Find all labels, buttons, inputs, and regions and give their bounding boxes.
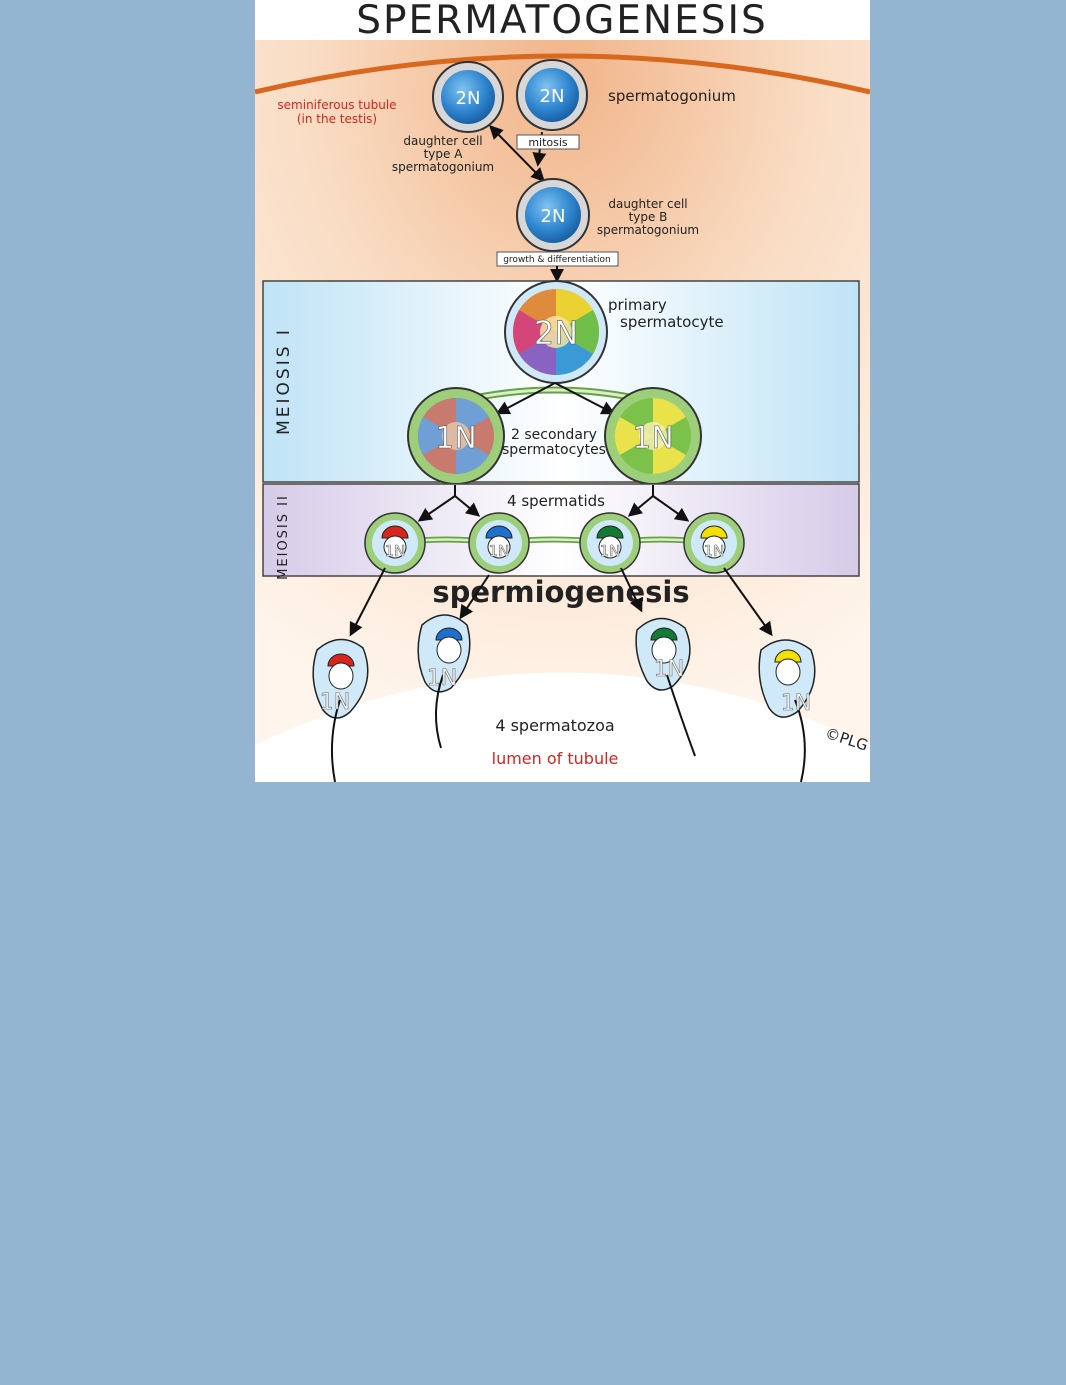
lumen-label: lumen of tubule	[492, 749, 619, 768]
spermatid-cell: 1N	[468, 512, 530, 574]
meiosis-2-frame	[262, 483, 860, 577]
secondary-spermatocyte-cell: 1N	[604, 387, 702, 485]
secondary-label-line1: 2 secondary	[511, 427, 597, 443]
spermatid-cell: 1N	[364, 512, 426, 574]
ploidy-label: 1N	[632, 421, 674, 456]
meiosis-2-label: MEIOSIS II	[276, 494, 291, 580]
ploidy-label: 2N	[541, 206, 566, 227]
meiosis-1-arrow-right	[554, 382, 616, 415]
primary-label-line1: primary	[608, 296, 667, 314]
title-band	[255, 0, 870, 40]
tubule-wall	[255, 53, 870, 95]
mitosis-arrow-a	[489, 125, 545, 182]
ploidy-label: 1N	[385, 542, 406, 560]
lumen-of-tubule	[255, 672, 870, 782]
ploidy-label: 1N	[427, 666, 457, 691]
meiosis-2-arrow	[627, 495, 654, 517]
primary-spermatocyte-cell: 2N	[504, 280, 608, 384]
spermiogenesis-label: spermiogenesis	[432, 575, 689, 609]
spermatid-cell: 1N	[579, 512, 641, 574]
spermatozoon-cell: 1N	[312, 638, 369, 782]
spermiogenesis-arrow	[723, 567, 773, 637]
spermatozoa-label: 4 spermatozoa	[495, 716, 614, 735]
spermatogonium-label: spermatogonium	[608, 87, 736, 105]
ploidy-label: 1N	[435, 421, 477, 456]
spermatozoon-cell: 1N	[758, 639, 816, 782]
spermatogonium-type-a-cell: 2N	[432, 61, 504, 133]
meiosis-1-label: MEIOSIS I	[274, 327, 294, 435]
ploidy-label: 1N	[600, 542, 621, 560]
diagram-panel: SPERMATOGENESIS seminiferous tubule (in …	[255, 0, 870, 782]
spermatozoon-cell: 1N	[635, 617, 696, 757]
spermiogenesis-arrow	[620, 567, 643, 613]
spermatid-cell: 1N	[683, 512, 745, 574]
tubule-label-line1: seminiferous tubule	[277, 98, 396, 112]
ploidy-label: 1N	[489, 542, 510, 560]
spermatogonium-type-b-cell: 2N	[516, 178, 590, 252]
type-b-label-line2: type B	[629, 210, 668, 224]
tubule-label-line2: (in the testis)	[297, 112, 377, 126]
type-a-label-line3: spermatogonium	[392, 160, 494, 174]
mitosis-label: mitosis	[528, 136, 568, 149]
ploidy-label: 2N	[540, 86, 565, 107]
meiosis-2-arrow	[454, 495, 481, 517]
type-b-label-line3: spermatogonium	[597, 223, 699, 237]
ploidy-label: 1N	[320, 690, 350, 715]
type-a-label-line2: type A	[424, 147, 464, 161]
meiosis-1-arrow-left	[495, 382, 556, 415]
type-a-label-line1: daughter cell	[403, 134, 482, 148]
mitosis-box	[516, 134, 580, 150]
spermatids-label: 4 spermatids	[507, 492, 605, 510]
secondary-label-line2: spermatocytes	[502, 442, 606, 458]
ploidy-label: 2N	[456, 88, 481, 109]
secondary-spermatocyte-cell: 1N	[407, 387, 505, 485]
spermiogenesis-arrow	[459, 574, 490, 620]
type-b-label-line1: daughter cell	[608, 197, 687, 211]
ploidy-label: 1N	[654, 657, 684, 682]
growth-label: growth & differentiation	[503, 255, 611, 265]
spermatogonium-cell: 2N	[516, 59, 588, 131]
diagram-title: SPERMATOGENESIS	[356, 0, 768, 43]
spermatozoon-cell: 1N	[417, 614, 471, 749]
ploidy-label: 2N	[534, 314, 578, 352]
ploidy-label: 1N	[704, 542, 725, 560]
meiosis-2-arrow	[417, 495, 456, 522]
spermiogenesis-arrow	[349, 567, 386, 637]
ploidy-label: 1N	[781, 691, 811, 716]
primary-label-line2: spermatocyte	[620, 313, 724, 331]
meiosis-2-arrow	[652, 495, 690, 522]
